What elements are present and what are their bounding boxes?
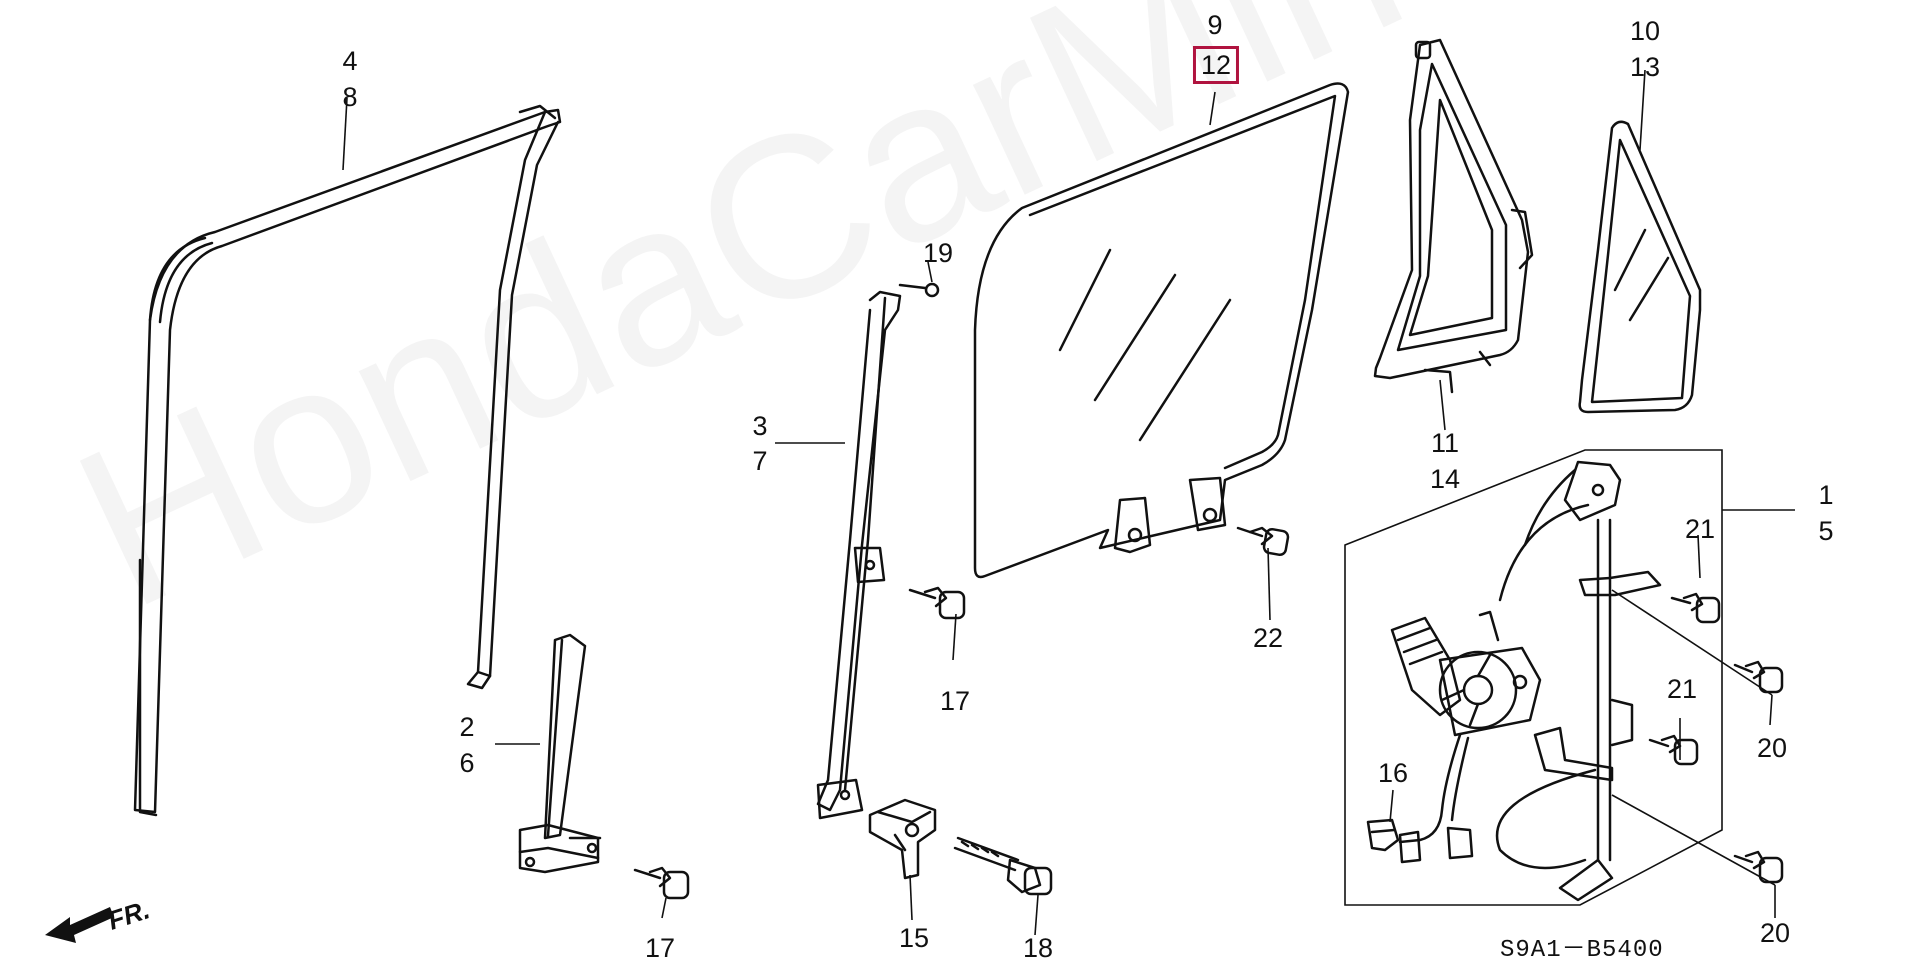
- callout-20-lower: 20: [1759, 918, 1791, 948]
- callout-20-upper: 20: [1756, 733, 1788, 763]
- callout-21-upper: 21: [1684, 514, 1716, 544]
- screw-19[interactable]: [898, 282, 940, 298]
- wiring-harness[interactable]: [1398, 733, 1474, 864]
- bolt-17-upper[interactable]: [908, 586, 966, 620]
- callout-17-upper: 17: [939, 686, 971, 716]
- bolt-21-upper[interactable]: [1670, 592, 1721, 624]
- front-run-channel[interactable]: [816, 290, 902, 820]
- bolt-20-upper[interactable]: [1733, 660, 1784, 694]
- callout-11: 11: [1430, 428, 1460, 458]
- window-regulator[interactable]: [1495, 460, 1662, 902]
- cable-bracket-15[interactable]: [868, 798, 937, 880]
- callout-12-highlighted[interactable]: 12: [1192, 46, 1240, 84]
- callout-15: 15: [898, 923, 930, 953]
- callout-9: 9: [1207, 10, 1223, 40]
- clip-16[interactable]: [1366, 818, 1400, 852]
- door-sash-channel[interactable]: [133, 104, 562, 817]
- callout-6: 6: [459, 748, 475, 778]
- callout-5: 5: [1818, 516, 1834, 546]
- callout-4: 4: [342, 46, 358, 76]
- rear-lower-channel[interactable]: [518, 633, 602, 874]
- callout-17-lower: 17: [644, 933, 676, 963]
- quarter-glass-frame[interactable]: [1373, 38, 1534, 394]
- callout-3: 3: [752, 411, 768, 441]
- regulator-group-outline: [1344, 449, 1723, 906]
- bolt-22[interactable]: [1236, 526, 1290, 557]
- door-glass[interactable]: [973, 82, 1350, 579]
- callout-8: 8: [342, 82, 358, 112]
- callout-7: 7: [752, 446, 768, 476]
- bolt-17-lower[interactable]: [633, 866, 690, 900]
- callout-1: 1: [1818, 480, 1834, 510]
- callout-16: 16: [1377, 758, 1409, 788]
- callout-22: 22: [1252, 623, 1284, 653]
- callout-19: 19: [922, 238, 954, 268]
- long-bolt-18[interactable]: [953, 836, 1053, 896]
- callout-18: 18: [1022, 933, 1054, 963]
- callout-13: 13: [1629, 52, 1661, 82]
- callout-21-lower: 21: [1666, 674, 1698, 704]
- callout-2: 2: [459, 712, 475, 742]
- callout-10: 10: [1629, 16, 1661, 46]
- callout-14: 14: [1429, 464, 1461, 494]
- quarter-glass[interactable]: [1578, 120, 1702, 414]
- bolt-21-lower[interactable]: [1648, 734, 1699, 766]
- front-direction-arrow-icon: [45, 907, 114, 943]
- leader-lines: [342, 69, 1795, 936]
- regulator-motor[interactable]: [1390, 610, 1542, 737]
